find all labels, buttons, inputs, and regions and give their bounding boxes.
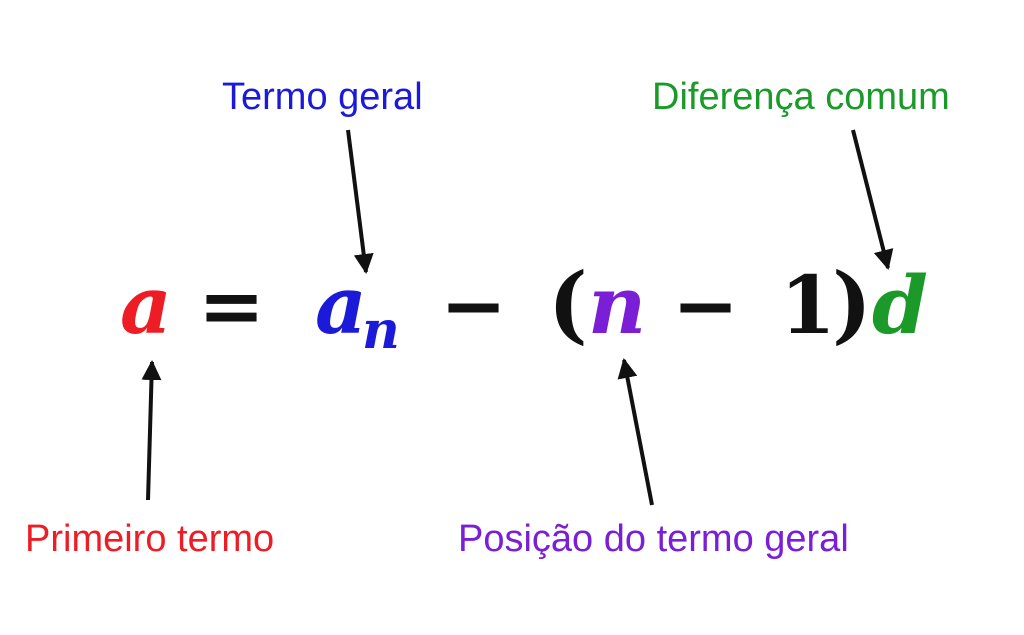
equation-minus-sign-2: − (672, 258, 740, 352)
diferenca-comum-arrow (851, 129, 894, 270)
posicao-arrow (617, 358, 654, 506)
primeiro-termo-label: Primeiro termo (25, 518, 275, 560)
equation-one: 1 (780, 258, 836, 352)
equation-primeiro-termo: a (120, 258, 172, 352)
equation-posicao: n (588, 258, 647, 352)
equation-termo-geral-subscript: n (362, 300, 400, 361)
equation-close-paren: ) (832, 254, 872, 353)
diferenca-comum-label: Diferença comum (652, 76, 950, 118)
equation-termo-geral-base: a (315, 258, 367, 352)
termo-geral-label: Termo geral (222, 76, 423, 118)
equation-equals-sign: = (198, 258, 266, 352)
posicao-termo-geral-label: Posição do termo geral (458, 518, 849, 560)
equation-minus-sign: − (440, 258, 508, 352)
termo-geral-arrow (346, 129, 374, 274)
primeiro-termo-arrow (141, 360, 162, 501)
equation-diferenca-comum: d (872, 258, 928, 352)
equation-open-paren: ( (548, 254, 588, 353)
